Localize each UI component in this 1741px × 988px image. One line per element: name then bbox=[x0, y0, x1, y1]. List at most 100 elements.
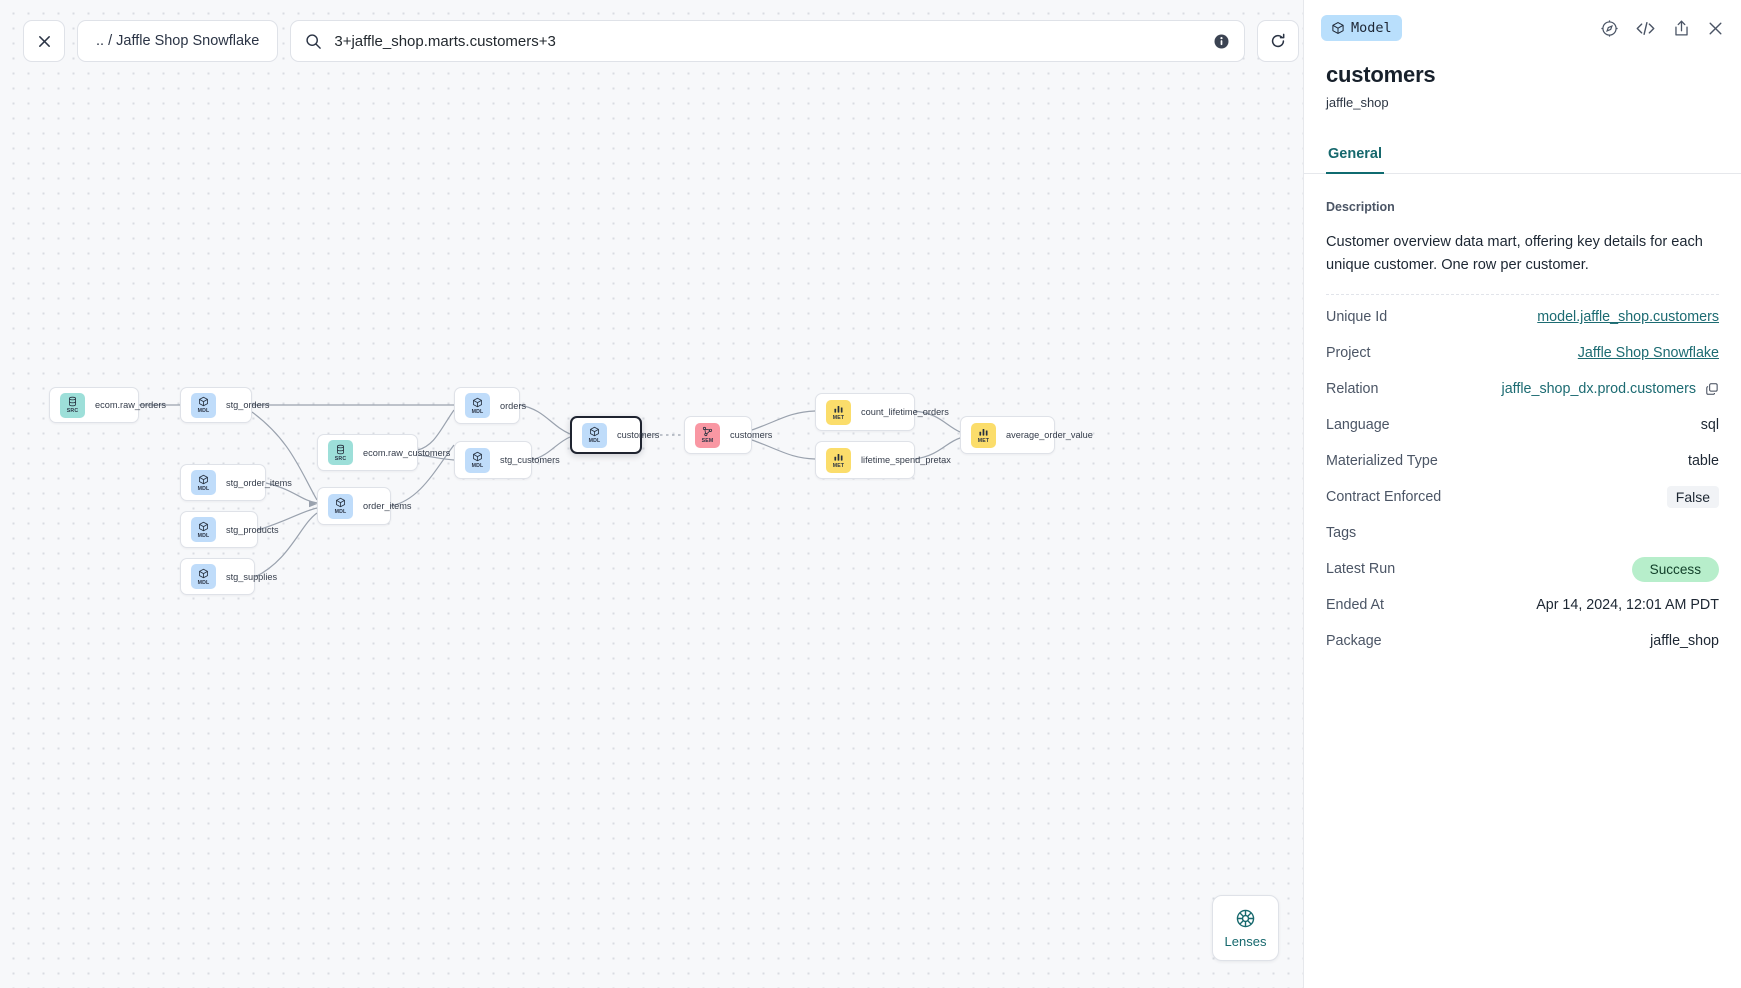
detail-panel-header: customers jaffle_shop bbox=[1304, 56, 1741, 110]
mdl-badge-icon: MDL bbox=[465, 393, 490, 418]
database-icon bbox=[67, 396, 78, 407]
graph-node-label: ecom.raw_orders bbox=[95, 400, 166, 410]
graph-node-count_lifetime_orders[interactable]: MET count_lifetime_orders bbox=[815, 393, 949, 431]
property-value-group: table bbox=[1688, 453, 1719, 469]
property-value: sql bbox=[1700, 417, 1719, 434]
property-value-group: jaffle_shop bbox=[1650, 633, 1719, 649]
badge-code: MDL bbox=[334, 509, 347, 515]
mdl-badge-icon: MDL bbox=[465, 447, 490, 473]
lenses-button[interactable]: Lenses bbox=[1212, 895, 1279, 961]
graph-node-stg_products[interactable]: MDL stg_products bbox=[180, 511, 279, 548]
property-key: Contract Enforced bbox=[1326, 489, 1442, 506]
graph-node-ecom_raw_orders[interactable]: SRC ecom.raw_orders bbox=[49, 387, 166, 423]
property-key: Package bbox=[1326, 633, 1382, 650]
mdl-badge-icon: MDL bbox=[191, 470, 216, 495]
close-icon[interactable] bbox=[1707, 20, 1724, 37]
mdl-badge-icon: MDL bbox=[328, 493, 353, 519]
sem-badge-icon: SEM bbox=[695, 422, 720, 448]
badge-code: SEM bbox=[701, 438, 714, 444]
detail-tabs: General bbox=[1304, 140, 1741, 174]
property-value: Apr 14, 2024, 12:01 AM PDT bbox=[1536, 597, 1719, 614]
property-row: Package jaffle_shop bbox=[1326, 623, 1719, 659]
badge-code: MDL bbox=[197, 408, 210, 414]
detail-panel-body: Description Customer overview data mart,… bbox=[1304, 174, 1741, 988]
canvas-toolbar: .. / Jaffle Shop Snowflake bbox=[23, 20, 1300, 62]
property-value[interactable]: Jaffle Shop Snowflake bbox=[1577, 345, 1719, 362]
property-value: jaffle_shop bbox=[1650, 633, 1719, 650]
close-button[interactable] bbox=[23, 20, 65, 62]
graph-node-label: count_lifetime_orders bbox=[861, 407, 949, 417]
badge-code: MDL bbox=[197, 532, 210, 539]
info-icon-glyph bbox=[1214, 34, 1229, 48]
share-icon[interactable] bbox=[1672, 19, 1691, 38]
badge-code: MET bbox=[832, 415, 845, 421]
property-key: Project bbox=[1326, 345, 1371, 362]
property-value-group: False bbox=[1666, 486, 1719, 509]
property-value[interactable]: jaffle_shop_dx.prod.customers bbox=[1501, 381, 1696, 398]
property-row: Contract Enforced False bbox=[1326, 479, 1719, 515]
property-value-group: jaffle_shop_dx.prod.customers bbox=[1502, 381, 1719, 397]
graph-node-label: customers bbox=[617, 430, 660, 440]
detail-panel-actions bbox=[1600, 19, 1724, 38]
graph-node-label: customers bbox=[730, 430, 773, 440]
info-icon[interactable] bbox=[1213, 33, 1230, 50]
mdl-badge-icon: MDL bbox=[191, 517, 216, 542]
cube-icon bbox=[589, 426, 600, 437]
property-value-group: Apr 14, 2024, 12:01 AM PDT bbox=[1536, 597, 1719, 613]
description-text: Customer overview data mart, offering ke… bbox=[1326, 234, 1703, 273]
copy-icon[interactable] bbox=[1705, 382, 1719, 396]
badge-code: SRC bbox=[334, 455, 347, 462]
cube-icon bbox=[335, 497, 346, 508]
mdl-badge-icon: MDL bbox=[191, 564, 216, 589]
refresh-button[interactable] bbox=[1257, 20, 1300, 62]
badge-code: MDL bbox=[588, 438, 601, 444]
property-value-group: Success bbox=[1631, 556, 1719, 582]
explore-icon[interactable] bbox=[1600, 19, 1619, 38]
graph-node-lifetime_spend_pretax[interactable]: MET lifetime_spend_pretax bbox=[815, 441, 951, 479]
graph-node-label: orders bbox=[500, 400, 527, 411]
graph-node-label: stg_products bbox=[226, 524, 279, 535]
graph-node-orders[interactable]: MDL orders bbox=[454, 387, 526, 424]
cube-icon bbox=[198, 396, 209, 407]
resource-type-label: Model bbox=[1351, 20, 1392, 36]
graph-node-customers_model[interactable]: MDL customers bbox=[570, 416, 659, 454]
property-key: Relation bbox=[1326, 381, 1379, 398]
badge-code: MDL bbox=[197, 485, 210, 492]
status-badge: Success bbox=[1631, 556, 1719, 582]
tab-general[interactable]: General bbox=[1326, 140, 1384, 174]
section-divider bbox=[1326, 294, 1719, 296]
search-bar[interactable] bbox=[290, 20, 1246, 62]
lineage-canvas[interactable]: .. / Jaffle Shop Snowflake bbox=[0, 0, 1303, 988]
property-value: table bbox=[1687, 453, 1719, 470]
property-value-group: sql bbox=[1701, 417, 1719, 433]
badge-code: MET bbox=[832, 463, 845, 469]
search-input[interactable] bbox=[334, 32, 1202, 50]
page-subtitle: jaffle_shop bbox=[1326, 95, 1389, 110]
src-badge-icon: SRC bbox=[60, 392, 85, 418]
property-key: Ended At bbox=[1326, 597, 1385, 614]
property-key: Materialized Type bbox=[1326, 453, 1438, 470]
met-badge-icon: MET bbox=[971, 422, 996, 448]
cube-icon bbox=[198, 521, 209, 532]
property-row: Relation jaffle_shop_dx.prod.customers bbox=[1326, 371, 1719, 407]
property-row: Ended At Apr 14, 2024, 12:01 AM PDT bbox=[1326, 587, 1719, 623]
graph-node-customers_semantic[interactable]: SEM customers bbox=[684, 416, 772, 454]
graph-node-label: lifetime_spend_pretax bbox=[861, 455, 951, 465]
property-value[interactable]: model.jaffle_shop.customers bbox=[1537, 309, 1719, 326]
code-icon[interactable] bbox=[1635, 19, 1656, 38]
breadcrumb[interactable]: .. / Jaffle Shop Snowflake bbox=[77, 20, 279, 62]
property-row: Project Jaffle Shop Snowflake bbox=[1326, 335, 1719, 371]
